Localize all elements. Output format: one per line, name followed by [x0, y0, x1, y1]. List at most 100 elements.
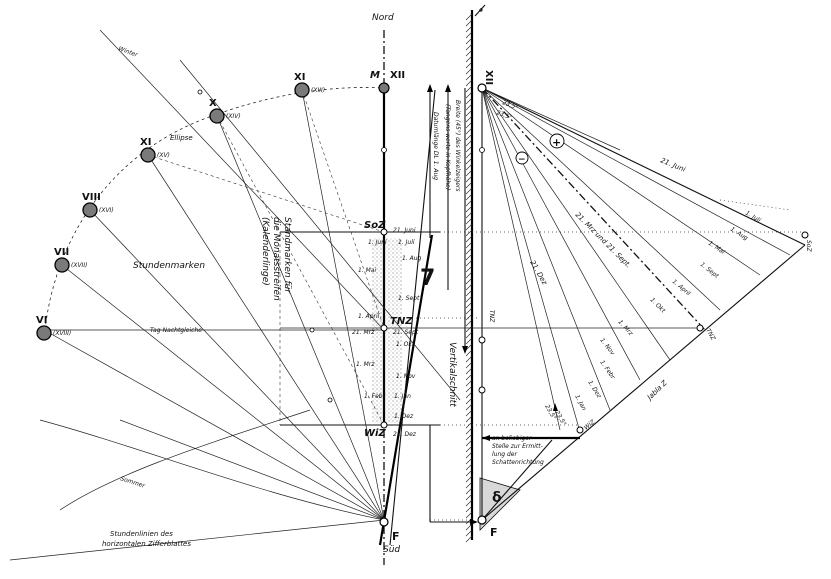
stundenmarken-label: Stundenmarken	[133, 261, 205, 271]
hour-marks: XI(XIII)X(XIV)XI(XV)VIII(XVI)VII(XVII)VI…	[36, 72, 325, 341]
hour-mark: VIII (XVI)	[82, 192, 114, 218]
juni-21-label: 21. Juni	[659, 156, 686, 173]
minus-label: −	[518, 155, 526, 165]
plus-label: +	[552, 136, 561, 149]
hour-mark-circle	[82, 202, 98, 218]
tnz-right-label-2: TNZ	[704, 328, 717, 343]
calendar-date-label: 1. Dez	[586, 379, 603, 400]
delta-label: δ	[492, 490, 502, 506]
calendar-date-label: 21. Juni	[393, 227, 416, 234]
hour-paren-label: (XIII)	[311, 87, 325, 94]
calendar-date-label: 21. Mrz	[352, 329, 375, 336]
tag-nacht-label: Tag-Nachtgleiche	[150, 327, 202, 334]
standmarken-label: Standmarken für die Monatsstreifen (Kale…	[260, 217, 292, 301]
svg-text:Standmarken für: Standmarken für	[282, 217, 292, 294]
tnz-right-label-1: TNZ	[488, 310, 495, 323]
hour-mark-circle	[54, 257, 70, 273]
f-left-label: F	[392, 530, 400, 543]
stundenlinien-label-2: horizontalen Zifferblattes	[102, 540, 191, 548]
calendar-date-label: 1. April	[358, 313, 380, 320]
soz-label: SoZ	[364, 220, 386, 231]
sued-label: Süd	[383, 545, 400, 555]
sommer-label: Sommer	[119, 475, 146, 490]
winter-label: Winter	[117, 45, 139, 59]
calendar-date-label: 1. Okt	[396, 341, 415, 348]
beliebiger-1: an beliebiger	[492, 435, 532, 442]
hour-mark: XI (XIII)	[294, 72, 325, 98]
ellipse-label: Ellipse	[170, 134, 193, 142]
wiz-label: WiZ	[364, 428, 386, 439]
hour-paren-label: (XIV)	[226, 113, 241, 120]
nord-label: Nord	[372, 13, 394, 23]
wiz-right-label: WiZ	[583, 418, 597, 431]
hour-roman-label: VII	[54, 247, 69, 258]
hour-paren-label: (XVII)	[71, 262, 87, 269]
hour-paren-label: (XVIII)	[53, 330, 71, 337]
hour-mark-circle	[36, 325, 52, 341]
beliebiger-4: Schattenrichtung	[492, 459, 544, 466]
calendar-date-label: 1. Nov	[396, 373, 416, 380]
calendar-date-label: 1. Aug	[402, 255, 422, 262]
hour-mark: VI (XVIII)	[36, 315, 71, 341]
calendar-date-label: 21. Sept	[393, 329, 419, 336]
calendar-date-label: 1. Sept	[398, 295, 420, 302]
vertikalschnitt-label: Vertikalschnitt	[447, 342, 457, 407]
calendar-date-label: 1. Okt	[649, 296, 667, 314]
arrows	[427, 84, 558, 525]
hour-roman-label: X	[209, 98, 217, 109]
f-right-label: F	[490, 526, 498, 539]
hour-paren-label: (XV)	[157, 152, 170, 159]
declination-fan	[481, 87, 791, 433]
hour-roman-label: VIII	[82, 192, 101, 203]
hour-mark: X (XIV)	[209, 98, 241, 124]
stundenlinien-label-1: Stundenlinien des	[110, 530, 173, 538]
calendar-lines	[40, 231, 805, 521]
calendar-date-label: 21. Dez	[393, 431, 417, 438]
hour-mark-circle	[209, 108, 225, 124]
calendar-date-label: 1. Mrz	[356, 361, 375, 368]
hour-roman-label: XI	[140, 137, 151, 148]
gnomon-lines	[378, 87, 806, 546]
soz-right-label: SoZ	[805, 240, 812, 252]
summer-curve	[39, 419, 385, 521]
calendar-date-label: 1. Febr	[598, 359, 616, 381]
calendar-date-label: 1. Juli	[398, 239, 415, 246]
xii-right-label: XII	[483, 70, 494, 85]
calendar-date-label: 1. Sept	[699, 261, 721, 280]
calendar-date-label: 1. Juni	[368, 239, 387, 246]
hour-mark-circle	[294, 82, 310, 98]
m-label: M	[370, 70, 380, 81]
hour-roman-label: VI	[36, 315, 47, 326]
svg-text:(Kalenderlinge): (Kalenderlinge)	[260, 217, 270, 286]
beliebiger-3: lung der	[492, 451, 517, 458]
axis-points	[197, 82, 809, 527]
calendar-labels-left: 21. Juni 1. Juli 1. Juni 1. Aug 1. Mai 1. Sep…	[352, 227, 422, 438]
hour-mark: XI (XV)	[140, 137, 170, 163]
hour-paren-label: (XVI)	[99, 207, 114, 214]
beliebiger-2: Stelle zur Ermitt-	[492, 443, 543, 450]
breite-label-1: Breite (45°) des Winkelzeigers	[454, 100, 461, 192]
hour-mark: VII(XVII)	[54, 247, 87, 273]
breite-label-2: (Tangens werte in Kopfhöhe)	[444, 104, 451, 190]
calendar-date-label: 1. Jan	[573, 394, 587, 412]
calendar-date-label: 1. Jan	[394, 393, 411, 400]
dez-21-label: 21. Dez	[528, 259, 548, 286]
calendar-date-label: 1. Febr	[364, 393, 386, 400]
calendar-date-label: 1. Mai	[707, 240, 726, 256]
datumlaenge-label: Datumlänge DL 1. Aug	[432, 112, 439, 180]
winter-curve	[59, 409, 311, 511]
hour-rays	[9, 29, 461, 561]
hour-mark-circle	[140, 147, 156, 163]
calendar-date-label: 1. Juli	[744, 210, 762, 224]
svg-text:die Monatsstreifen: die Monatsstreifen	[271, 217, 281, 301]
hour-roman-label: XI	[294, 72, 305, 83]
xii-label: XII	[390, 70, 405, 81]
calendar-date-label: 1. Aug	[729, 226, 749, 242]
calendar-date-label: 1. Nov	[598, 337, 616, 357]
jabla-label: Jabla Z	[644, 379, 668, 403]
angle-label-1: 23,5°	[501, 99, 519, 111]
calendar-date-label: 1. Mai	[358, 267, 376, 274]
seven-label: 7	[420, 266, 435, 291]
calendar-band	[372, 238, 402, 423]
